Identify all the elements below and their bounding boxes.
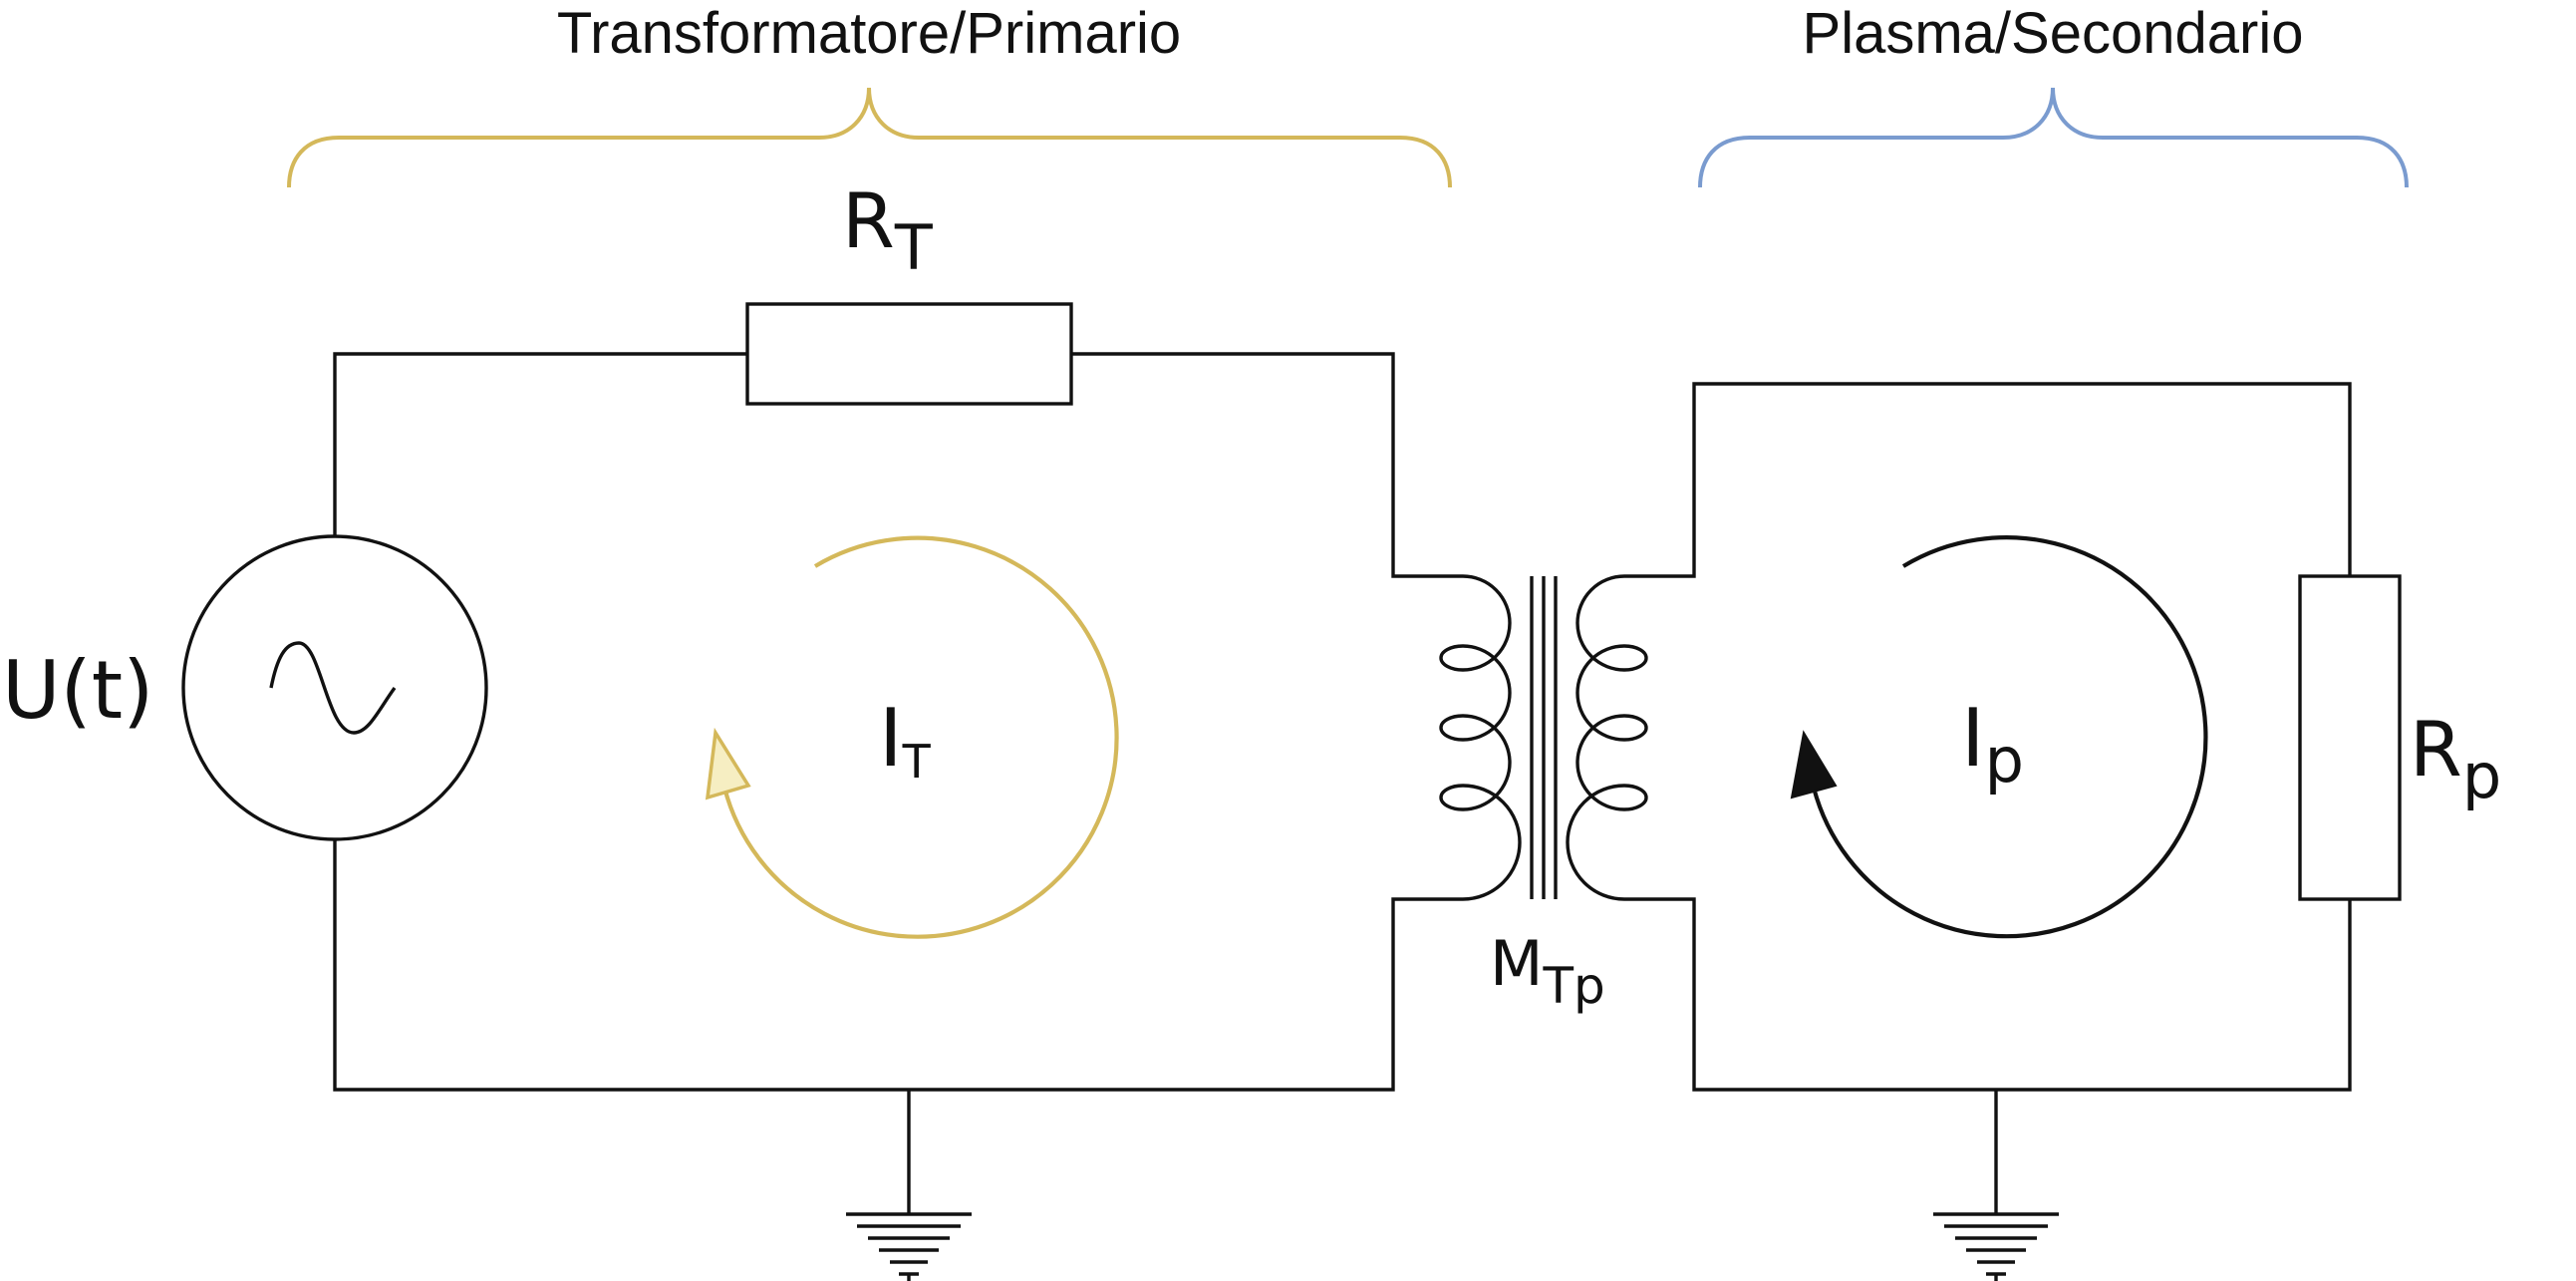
secondary-resistor-label: Rp [2410,705,2501,812]
primary-resistor-subscript: T [894,211,934,284]
secondary-current-arrow [1790,730,1838,800]
mutual-inductance-subscript: Tp [1543,957,1605,1015]
mutual-inductance-label: MTp [1490,927,1605,1015]
secondary-brace [1698,87,2409,188]
primary-resistor-label: RT [842,176,934,284]
secondary-header: Plasma/Secondario [1803,1,2304,66]
primary-brace [287,87,1452,188]
secondary-current-subscript: p [1985,724,2024,797]
secondary-resistor-symbol: R [2410,705,2462,794]
secondary-current-symbol: I [1961,692,1985,785]
primary-resistor-symbol: R [842,176,895,265]
ac-sine-source-icon [181,534,488,841]
secondary-current-label: Ip [1961,692,2024,797]
primary-resistor [745,302,1073,406]
primary-header: Transformatore/Primario [557,1,1181,66]
primary-current-symbol: I [879,692,903,785]
secondary-resistor [2298,574,2402,901]
primary-current-loop [705,535,1119,939]
secondary-resistor-subscript: p [2462,740,2501,812]
ground-icon [846,1212,972,1281]
secondary-wires [1624,382,2352,1214]
transformer-core-icon [1439,574,1648,901]
source-label: U(t) [2,644,153,737]
primary-current-subscript: T [902,735,932,789]
ground-icon [1933,1212,2059,1281]
mutual-inductance-symbol: M [1490,927,1544,1000]
secondary-current-loop [1790,535,2208,939]
primary-current-arrow [705,727,751,801]
primary-current-label: IT [879,692,932,789]
primary-wires [333,352,1463,1214]
